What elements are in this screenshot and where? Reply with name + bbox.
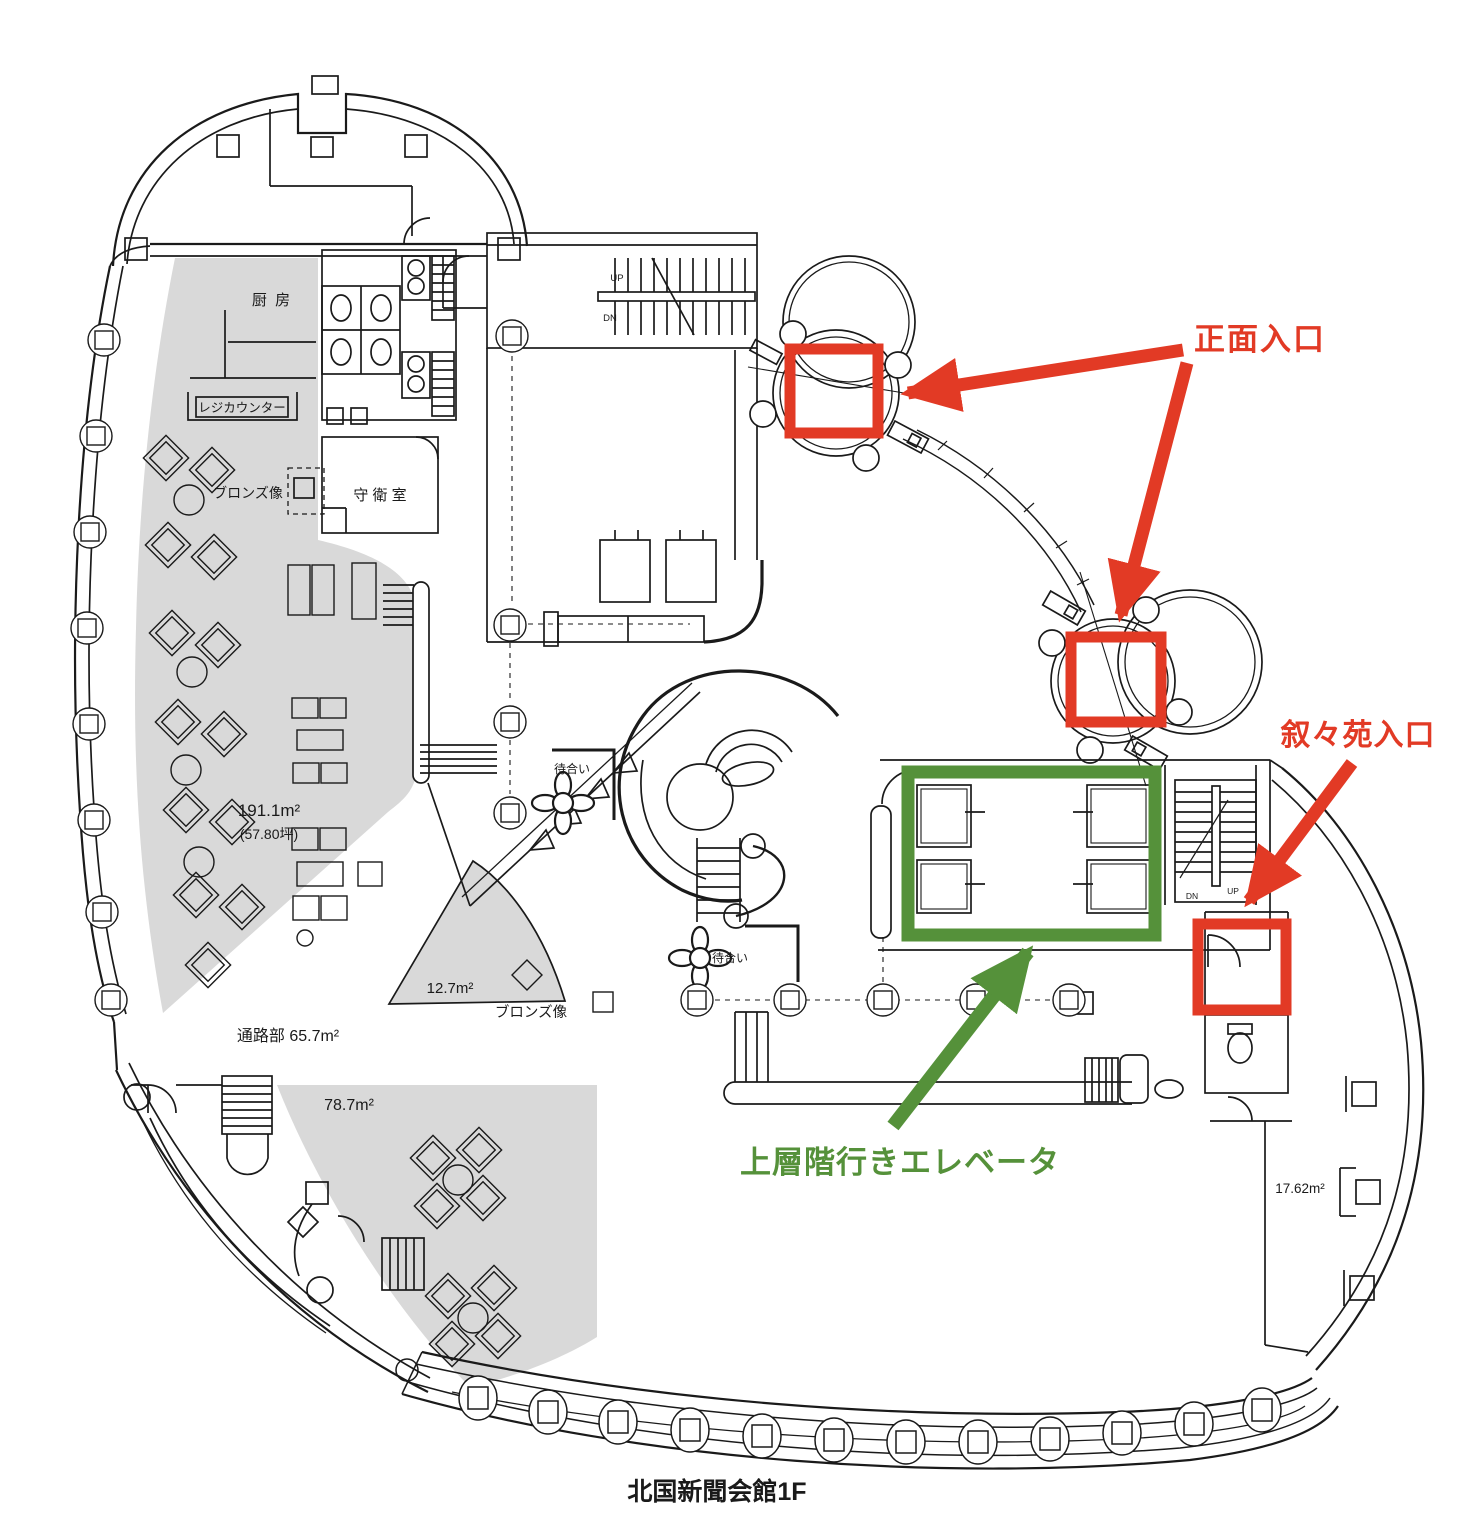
label-area-17: 17.62m² [1275,1181,1325,1196]
label-stair-dn-top: DN [603,313,617,324]
label-passage: 通路部 65.7m² [237,1027,340,1045]
caption: 北国新聞会館1F [627,1477,806,1506]
elevator-arrow [887,945,1034,1131]
label-area-78: 78.7m² [324,1097,374,1114]
jojoen-entrance-box [1192,918,1292,1016]
toilet-core [321,249,457,425]
front-entrance-box-1 [784,343,884,439]
walkway-band [723,991,1149,1105]
spiral-stair [617,669,840,929]
triangle-outline [387,859,567,1005]
bottom-left-wing [123,1075,425,1334]
jojoen-entrance-arrow [1243,759,1358,908]
label-bronze-lower: ブロンズ像 [495,1003,568,1021]
atrium-steps [383,581,497,784]
right-wing-rooms [1210,1076,1381,1353]
front-entrance-box-2 [1065,631,1167,728]
elevator-label: 上層階行きエレベータ [740,1145,1060,1180]
jojoen-entrance-label: 叙々苑入口 [1281,719,1436,752]
label-kitchen: 厨 房 [252,292,292,309]
front-entrance-arrow-2 [1107,361,1194,623]
label-guard-room: 守 衛 室 [353,487,406,504]
furniture [142,434,733,1368]
label-stair-up-right: UP [1227,886,1239,896]
lower-restaurant-area [277,1085,597,1387]
shaded-areas [135,258,597,1387]
label-area-tsubo: (57.80坪) [240,826,298,842]
front-entrance-arrow-1 [900,343,1185,412]
label-area-restaurant: 191.1m² [238,801,301,820]
bronze-statue-upper-marker [287,467,325,515]
label-stair-dn-right: DN [1186,891,1198,901]
entrance-vestibule-1 [747,255,930,472]
label-stair-up-top: UP [610,273,623,284]
label-waiting-upper: 待合い [554,761,590,776]
waiting-table-upper [530,770,596,836]
elevator-cars [916,784,1151,914]
waiting-area-lower [745,924,800,982]
plan-labels: 厨 房 レジカウンター ブロンズ像 守 衛 室 待合い 待合い 191.1m² … [198,273,1325,1196]
label-area-triangle: 12.7m² [427,980,474,997]
entrance-walkway [902,429,1095,613]
kitchen-room [187,310,316,421]
restaurant-area [135,258,417,1013]
waiting-area-upper [552,748,616,820]
label-waiting-lower: 待合い [712,950,748,965]
front-entrance-label: 正面入口 [1194,322,1326,357]
label-bronze-upper: ブロンズ像 [213,485,283,501]
label-register-counter2: レジカウンター [198,401,286,415]
core-stair-block [486,232,764,647]
right-stair [1174,779,1257,903]
guard-room [321,436,439,534]
annotations: 正面入口 叙々苑入口 上層階行きエレベータ [740,322,1436,1180]
wall-columns [70,323,128,1017]
elevator-highlight-box [901,765,1162,942]
colonnade-columns [458,1375,1282,1465]
triangle-area [389,861,565,1004]
